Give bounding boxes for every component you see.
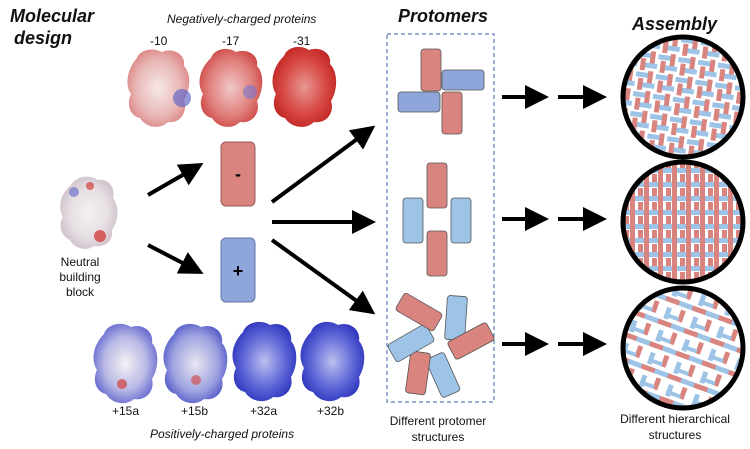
positive-block xyxy=(220,237,256,303)
positive-protein-surface xyxy=(232,321,297,402)
molecular-design-heading-line1: Molecular xyxy=(10,6,95,26)
protomers-caption-line1: Different protomer xyxy=(389,414,487,428)
assembly-circle-1 xyxy=(620,34,746,160)
negative-protein-surface xyxy=(199,48,263,127)
minus-symbol: - xyxy=(235,164,241,184)
negative-block xyxy=(220,141,256,207)
positive-charge-label: +15a xyxy=(112,404,140,418)
plus-symbol: + xyxy=(233,261,244,281)
positive-charge-label: +32b xyxy=(317,404,345,418)
neutral-label-line2: building xyxy=(59,270,101,284)
protomer-pinwheel xyxy=(397,48,485,135)
arrow xyxy=(270,238,376,315)
positive-protein-surface xyxy=(163,323,228,404)
positive-protein-surface xyxy=(93,323,158,404)
protomer-ring xyxy=(402,162,472,277)
positive-charge-label: +32a xyxy=(250,404,278,418)
protomers-heading: Protomers xyxy=(398,6,489,26)
assembly-heading: Assembly xyxy=(632,14,718,34)
arrow xyxy=(147,163,204,197)
negative-charge-label: -17 xyxy=(222,34,240,48)
assembly-circle-3 xyxy=(620,285,746,411)
arrow xyxy=(270,125,376,204)
protomer-hexameric xyxy=(387,293,495,398)
assembly-circle-2 xyxy=(620,159,746,285)
neutral-label-line3: block xyxy=(65,285,94,299)
arrow xyxy=(147,243,204,274)
negative-charge-label: -10 xyxy=(150,34,168,48)
assembly-caption-line2: structures xyxy=(648,428,702,442)
positive-protein-surface xyxy=(300,321,365,402)
assembly-caption-line1: Different hierarchical xyxy=(620,412,730,426)
neutral-label-line1: Neutral xyxy=(60,255,100,269)
negative-protein-surface xyxy=(127,49,190,127)
negative-proteins-title: Negatively-charged proteins xyxy=(167,12,317,26)
positive-proteins-title: Positively-charged proteins xyxy=(150,427,295,441)
protomers-box xyxy=(386,33,495,403)
molecular-design-heading-line2: design xyxy=(14,28,73,48)
negative-protein-surface xyxy=(272,46,337,127)
negative-charge-label: -31 xyxy=(293,34,311,48)
protomers-caption-line2: structures xyxy=(411,430,465,444)
positive-charge-label: +15b xyxy=(181,404,209,418)
